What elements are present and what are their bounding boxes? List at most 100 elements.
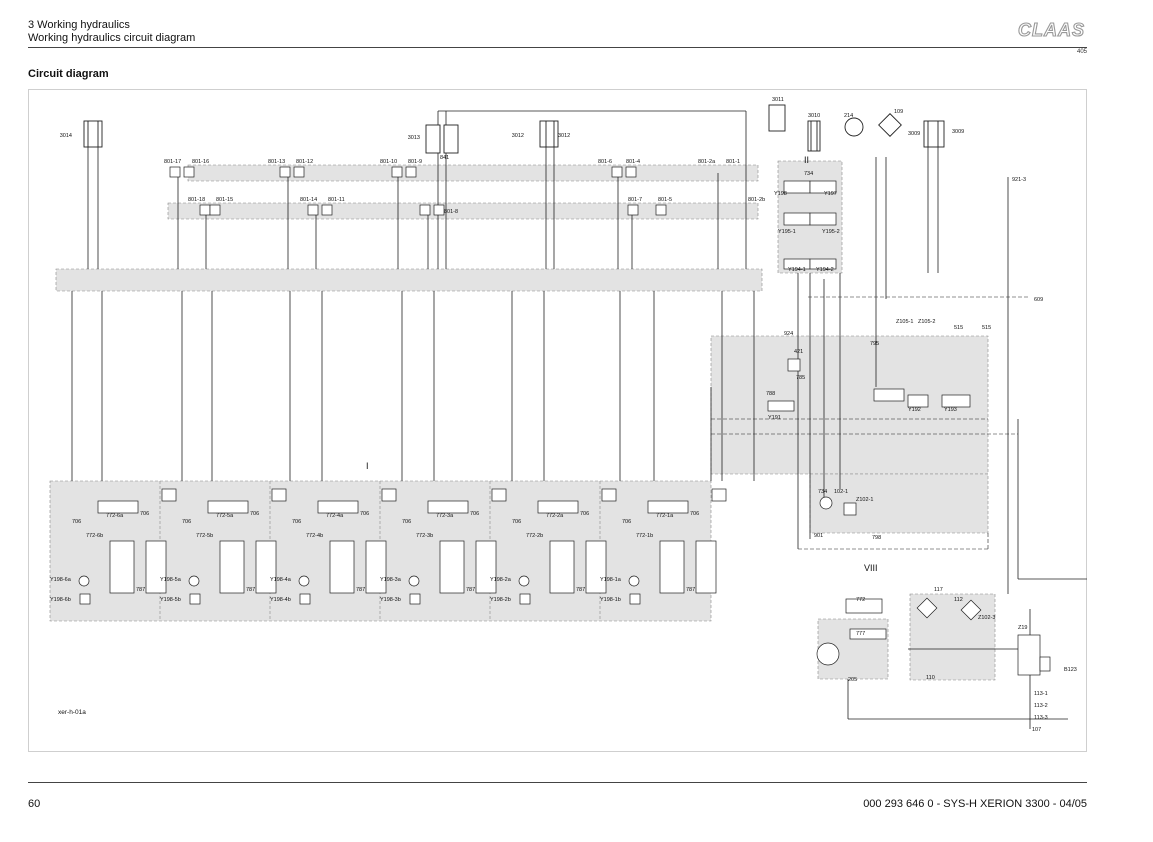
section-valve-2a: 772-2a [546, 513, 564, 519]
document-reference: 000 293 646 0 - SYS-H XERION 3300 - 04/0… [863, 798, 1087, 810]
section-787-1: 787 [686, 587, 695, 593]
section-title: Circuit diagram [28, 68, 109, 80]
label-801-1: 801-1 [726, 159, 740, 165]
chapter-subtitle: Working hydraulics circuit diagram [28, 32, 196, 44]
label-107: 107 [1032, 727, 1041, 733]
label-801-17: 801-17 [164, 159, 181, 165]
section-sol-4b: Y198-4b [270, 597, 291, 603]
label-801-14: 801-14 [300, 197, 317, 203]
label-205: 205 [848, 677, 857, 683]
label-801-4: 801-4 [626, 159, 640, 165]
section-sol-1a: Y198-1a [600, 577, 622, 583]
section-lower-4b: 772-4b [306, 533, 323, 539]
section-706b-6: 706 [140, 511, 149, 517]
section-sol-3b: Y198-3b [380, 597, 401, 603]
section-sol-1b: Y198-1b [600, 597, 621, 603]
label-112: 112 [954, 597, 963, 603]
label-Z102-3: Z102-3 [978, 615, 995, 621]
section-787-4: 787 [356, 587, 365, 593]
section-lower-5b: 772-5b [196, 533, 213, 539]
section-787-3: 787 [466, 587, 475, 593]
label-Y194-1: Y194-1 [788, 267, 806, 273]
label-113-2: 113-2 [1034, 703, 1048, 709]
label-214: 214 [844, 113, 853, 119]
section-706b-1: 706 [690, 511, 699, 517]
label-841: 841 [440, 155, 449, 161]
roman-II: II [804, 155, 809, 165]
valve-sections [78, 488, 1051, 676]
supply-manifold [55, 268, 763, 292]
label-777: 777 [856, 631, 865, 637]
label-Y197: Y197 [824, 191, 837, 197]
label-113-3: 113-3 [1034, 715, 1048, 721]
section-sol-2a: Y198-2a [490, 577, 512, 583]
label-801-15: 801-15 [216, 197, 233, 203]
label-Y195-2: Y195-2 [822, 229, 840, 235]
section-lower-2b: 772-2b [526, 533, 543, 539]
page-number: 60 [28, 798, 41, 810]
label-801-2a: 801-2a [698, 159, 716, 165]
section-sol-6b: Y198-6b [50, 597, 71, 603]
claas-logo: CLAAS [1017, 20, 1085, 40]
section-sol-4a: Y198-4a [270, 577, 292, 583]
section-sol-3a: Y198-3a [380, 577, 402, 583]
header-rule [28, 47, 1087, 48]
page-reference: 405 [1076, 49, 1087, 55]
label-3009-a: 3009 [908, 131, 920, 137]
label-Y192: Y192 [908, 407, 921, 413]
section-706-5: 706 [182, 519, 191, 525]
figure-reference: xer-h-01a [58, 709, 86, 716]
section-valve-1a: 772-1a [656, 513, 674, 519]
label-Y194-2: Y194-2 [816, 267, 834, 273]
section-valve-4a: 772-4a [326, 513, 344, 519]
label-785: 785 [796, 375, 805, 381]
section-lower-6b: 772-6b [86, 533, 103, 539]
label-795: 795 [870, 341, 879, 347]
label-921-3: 921-3 [1012, 177, 1026, 183]
section-sol-2b: Y198-2b [490, 597, 511, 603]
label-801-9: 801-9 [408, 159, 422, 165]
section-valve-5a: 772-5a [216, 513, 234, 519]
section-sol-5a: Y198-5a [160, 577, 182, 583]
section-lower-3b: 772-3b [416, 533, 433, 539]
label-B123: B123 [1064, 667, 1077, 673]
label-801-2b: 801-2b [748, 197, 765, 203]
roman-VIII: VIII [864, 563, 878, 573]
label-515-a: 515 [954, 325, 963, 331]
label-788: 788 [766, 391, 775, 397]
label-3012-b: 3012 [558, 133, 570, 139]
label-901: 901 [814, 533, 823, 539]
label-734-b: 734 [818, 489, 827, 495]
cylinders [83, 104, 945, 154]
brand-logo-text: CLAAS [1018, 20, 1085, 40]
section-sol-6a: Y198-6a [50, 577, 72, 583]
label-Y191: Y191 [768, 415, 781, 421]
label-801-8: 801-8 [444, 209, 458, 215]
section-sol-5b: Y198-5b [160, 597, 181, 603]
label-801-16: 801-16 [192, 159, 209, 165]
section-706-1: 706 [622, 519, 631, 525]
label-117: 117 [934, 587, 943, 593]
label-3010: 3010 [808, 113, 820, 119]
label-Y198: Y198 [774, 191, 787, 197]
label-515-b: 515 [982, 325, 991, 331]
label-109: 109 [894, 109, 903, 115]
section-706-6: 706 [72, 519, 81, 525]
section-706b-3: 706 [470, 511, 479, 517]
top-valve-strip-1 [187, 164, 759, 182]
label-Z102-1: Z102-1 [856, 497, 873, 503]
label-772: 772 [856, 597, 865, 603]
label-Z105-2: Z105-2 [918, 319, 935, 325]
pilot-lines [711, 296, 1028, 550]
label-801-11: 801-11 [328, 197, 345, 203]
label-Z105-1: Z105-1 [896, 319, 913, 325]
section-706-2: 706 [512, 519, 521, 525]
hydraulic-circuit-diagram: 3014 3013 3012 3012 3011 3010 214 109 30… [49, 97, 1087, 733]
label-Y195-1: Y195-1 [778, 229, 796, 235]
section-706-3: 706 [402, 519, 411, 525]
section-787-6: 787 [136, 587, 145, 593]
label-113-1: 113-1 [1034, 691, 1048, 697]
label-3011: 3011 [772, 97, 784, 103]
label-734: 734 [804, 171, 813, 177]
label-3009-b: 3009 [952, 129, 964, 135]
